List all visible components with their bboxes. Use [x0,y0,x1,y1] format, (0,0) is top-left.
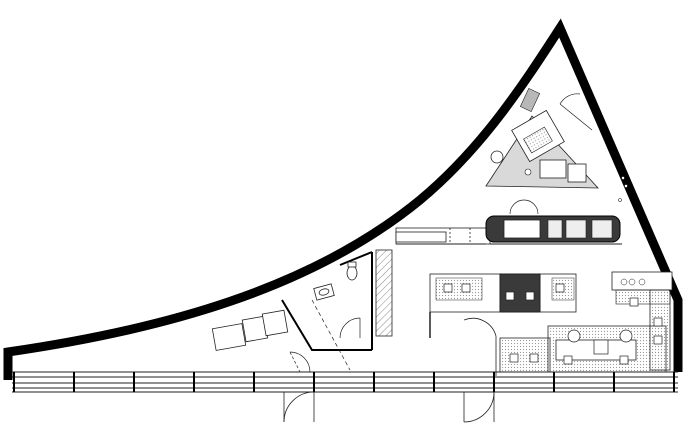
exterior-wall [3,18,683,380]
desk-cluster-right [611,271,673,371]
chair-icon [443,283,565,301]
restroom-dashed-line [311,299,351,371]
kitchen-counter [485,215,621,243]
lounge [485,109,599,189]
door-swing-icon [289,317,361,373]
desk-cluster-bottom [499,325,667,373]
lounge-seats [211,309,289,351]
plant-icon [618,176,628,202]
lounge-door [559,93,593,131]
chair-icon [629,297,663,345]
storage-block [395,227,491,245]
window-mullions [13,372,675,392]
restroom-hatched-wall [375,249,393,337]
desk-cluster-center [429,273,577,338]
lounge-column [519,88,541,112]
restroom [281,251,373,351]
entrance-door-right [463,391,495,423]
toilet-icon [346,261,358,281]
sink-icon [313,283,335,301]
kitchen-door [509,199,539,215]
entrance-door-left [283,391,315,423]
partition-curve [463,317,497,376]
window-band [12,371,678,393]
chair-icon [509,329,633,365]
